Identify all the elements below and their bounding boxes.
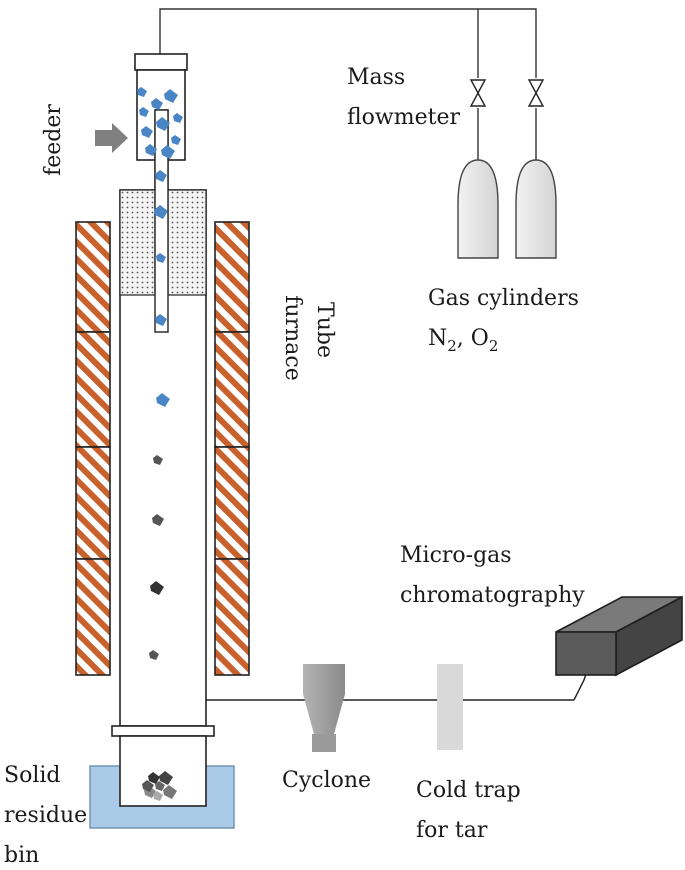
- particle: [151, 98, 163, 110]
- gas-composition-label: N2, O2: [428, 326, 498, 355]
- insulation-plug-right: [167, 189, 207, 296]
- tube-furnace-left: [75, 221, 111, 676]
- particle: [145, 144, 157, 156]
- gas-cylinders-label: Gas cylinders: [428, 286, 579, 311]
- particle: [153, 455, 163, 465]
- exhaust-line: [206, 667, 589, 701]
- particle: [173, 113, 183, 123]
- cold-trap-label-1: Cold trap: [416, 778, 521, 803]
- micro-gc-label-2: chromatography: [400, 583, 585, 608]
- micro-gc-box: [555, 595, 683, 677]
- mass-flowmeter-label-2: flowmeter: [347, 105, 460, 130]
- cold-trap-label-2: for tar: [416, 818, 488, 843]
- gas-cylinder-n2: [457, 159, 499, 259]
- particle: [159, 771, 173, 785]
- particle: [154, 205, 168, 219]
- particle: [150, 581, 164, 595]
- particle: [139, 107, 149, 117]
- valve-icon: [469, 79, 487, 107]
- particle: [142, 780, 154, 792]
- cold-trap: [437, 664, 463, 750]
- solid-residue-bin: [119, 735, 207, 807]
- particle: [148, 772, 160, 784]
- particle: [155, 781, 165, 791]
- insulation-plug-left: [119, 189, 156, 296]
- particle: [137, 87, 147, 97]
- particle: [152, 514, 164, 526]
- feeder-arrow-icon: [95, 123, 128, 153]
- valve-icon: [527, 79, 545, 107]
- particle: [171, 135, 181, 145]
- tube-furnace-label-2: furnace: [280, 295, 305, 380]
- particle: [156, 253, 166, 263]
- solid-residue-label-2: residue: [4, 803, 87, 828]
- particle: [153, 791, 163, 801]
- particle: [156, 117, 170, 131]
- micro-gc-label-1: Micro-gas: [400, 543, 512, 568]
- particle: [163, 785, 177, 799]
- cyclone: [303, 664, 345, 752]
- mass-flowmeter-label-1: Mass: [347, 65, 405, 90]
- feeder-label: feeder: [41, 104, 66, 176]
- particle: [155, 170, 167, 182]
- particle: [164, 89, 178, 103]
- particle: [149, 650, 159, 660]
- particle: [141, 126, 153, 138]
- tube-furnace-right: [214, 221, 250, 676]
- tube-furnace-label-1: Tube: [312, 302, 337, 358]
- solid-residue-label-1: Solid: [4, 763, 60, 788]
- cyclone-label: Cyclone: [282, 768, 371, 793]
- reactor-flange: [111, 725, 215, 737]
- particles-layer: [137, 87, 183, 801]
- particle: [156, 393, 170, 407]
- solid-residue-label-3: bin: [4, 843, 39, 868]
- particle: [161, 145, 175, 159]
- gas-cylinder-o2: [515, 159, 557, 259]
- particle: [155, 314, 167, 326]
